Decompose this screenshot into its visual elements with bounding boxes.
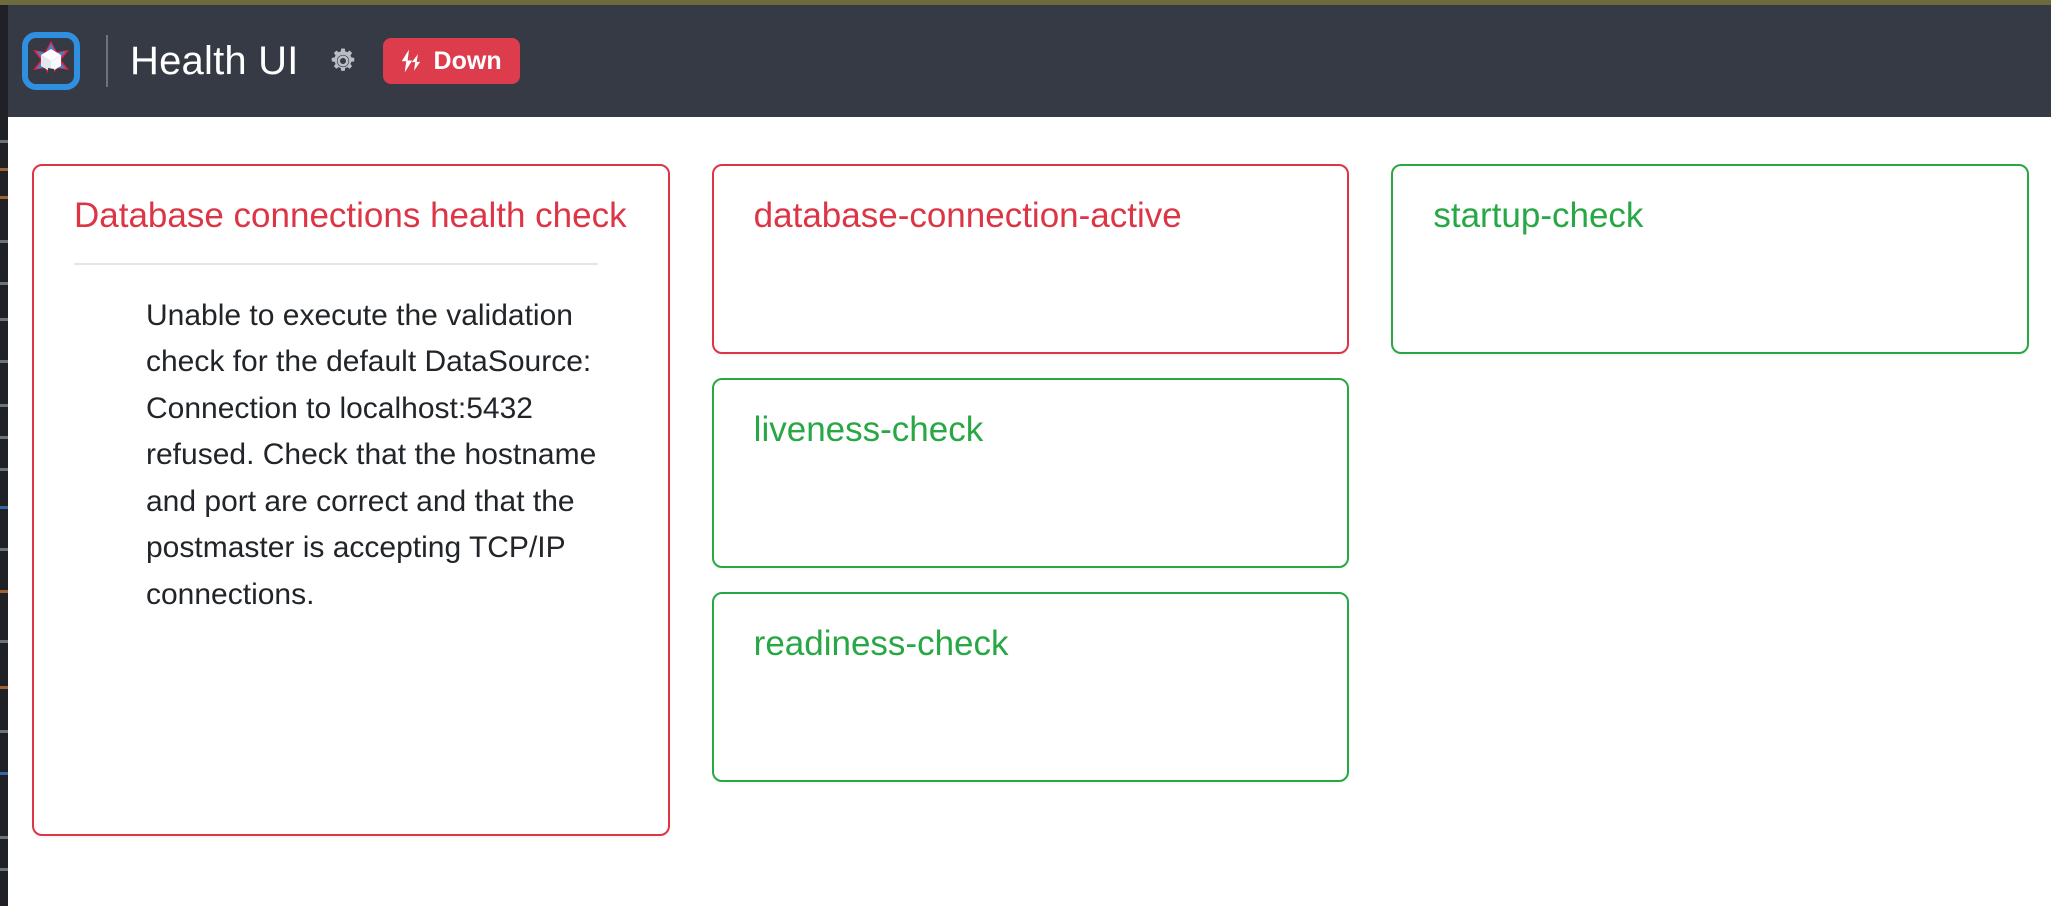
- gear-icon[interactable]: [327, 45, 359, 77]
- health-card[interactable]: startup-check: [1391, 164, 2030, 354]
- lightning-bolts-icon: [397, 47, 425, 75]
- health-card-title: startup-check: [1433, 196, 1644, 235]
- health-content: Database connections health check Unable…: [8, 117, 2051, 906]
- app-logo-icon[interactable]: [22, 32, 80, 90]
- health-card-body: Unable to execute the validation check f…: [146, 298, 597, 611]
- health-card-grid: Database connections health check Unable…: [32, 164, 2030, 836]
- health-column-2: database-connection-active liveness-chec…: [711, 164, 1350, 782]
- top-navbar: Health UI Down: [0, 5, 2051, 117]
- health-card-title: readiness-check: [753, 624, 1009, 663]
- health-card[interactable]: Database connections health check Unable…: [32, 164, 670, 836]
- health-column-3: startup-check: [1391, 164, 2030, 354]
- health-card[interactable]: liveness-check: [711, 378, 1350, 568]
- status-badge[interactable]: Down: [382, 38, 520, 84]
- brand-divider: [106, 35, 108, 87]
- health-card[interactable]: readiness-check: [711, 592, 1350, 782]
- health-card-title: Database connections health check: [74, 196, 627, 235]
- adjacent-editor-sliver: [0, 0, 8, 906]
- window-top-strip: [0, 0, 2051, 5]
- status-badge-label: Down: [433, 46, 502, 75]
- health-card-title: liveness-check: [753, 410, 984, 449]
- page-title: Health UI: [130, 39, 299, 83]
- card-divider: [74, 262, 598, 265]
- health-card[interactable]: database-connection-active: [711, 164, 1350, 354]
- health-column-1: Database connections health check Unable…: [32, 164, 670, 836]
- health-card-title: database-connection-active: [753, 196, 1182, 235]
